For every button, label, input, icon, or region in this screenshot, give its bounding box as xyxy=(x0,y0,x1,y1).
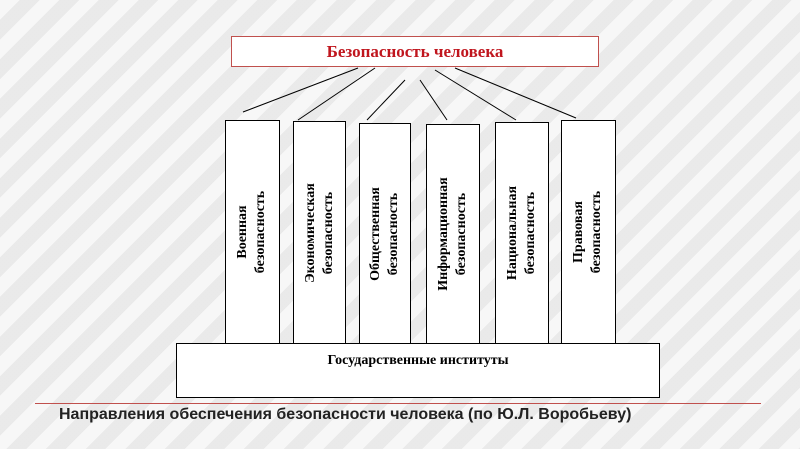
column-label-line1: Военная xyxy=(235,205,251,259)
connector-line-social xyxy=(366,79,406,121)
column-information-security: Информационная безопасность xyxy=(426,124,480,344)
base-label: Государственные институты xyxy=(327,353,509,368)
connector-line-information xyxy=(419,79,448,121)
connector-line-economic xyxy=(297,67,376,121)
diagram-title: Безопасность человека xyxy=(326,41,504,61)
column-label-line2: безопасность xyxy=(589,190,605,274)
connector-line-legal xyxy=(454,67,577,119)
diagram-title-box: Безопасность человека xyxy=(231,36,599,67)
column-label-line1: Национальная xyxy=(505,185,520,281)
connector-line-military xyxy=(242,67,359,113)
column-social-security: Общественная безопасность xyxy=(359,123,411,344)
column-label-line2: безопасность xyxy=(386,192,402,275)
column-national-security: Национальная безопасность xyxy=(495,122,549,344)
slide-caption: Направления обеспечения безопасности чел… xyxy=(59,406,632,423)
column-label-line2: безопасность xyxy=(253,190,269,274)
column-label-line1: Экономическая xyxy=(302,182,318,283)
column-label-line1: Информационная xyxy=(436,177,451,291)
caption-divider xyxy=(35,403,761,404)
column-economic-security: Экономическая безопасность xyxy=(293,121,346,344)
connector-line-national xyxy=(434,69,517,121)
state-institutions-base: Государственные институты xyxy=(176,343,660,398)
column-label-line2: безопасность xyxy=(454,192,469,276)
column-legal-security: Правовая безопасность xyxy=(561,120,616,344)
column-military-security: Военная безопасность xyxy=(225,120,280,344)
column-label-line1: Правовая xyxy=(571,201,587,263)
column-label-line2: безопасность xyxy=(523,191,538,275)
column-label-line1: Общественная xyxy=(368,186,384,281)
column-label-line2: безопасность xyxy=(320,191,336,274)
